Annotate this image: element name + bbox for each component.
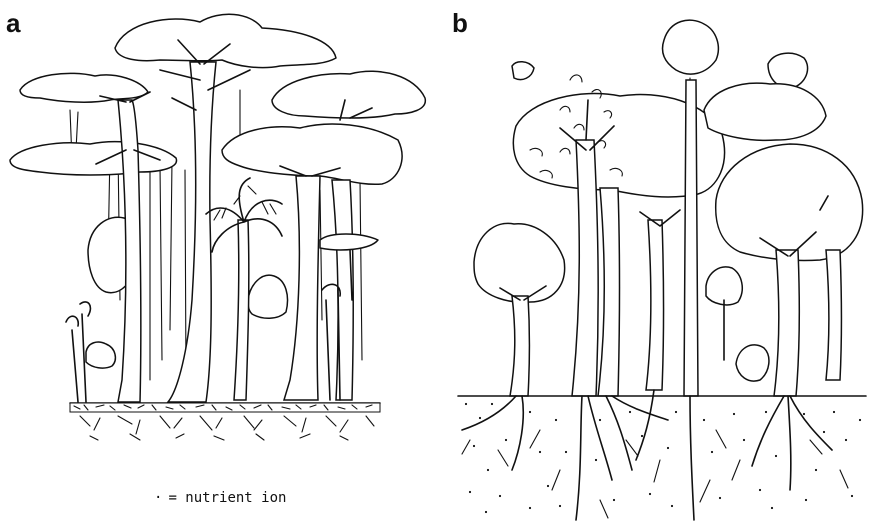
nutrient-ion-symbol: · (154, 490, 162, 506)
legend: · = nutrient ion (154, 490, 286, 506)
canopy-crown-emergent (115, 14, 336, 67)
panel-b-trunk-right (774, 250, 799, 396)
right-tree-trunk (284, 176, 320, 400)
panel-b-crown-right (716, 144, 863, 261)
panel-b-shrub (736, 345, 769, 381)
panel-a-shallow-roots (80, 416, 374, 440)
panel-a-forest (10, 14, 425, 440)
panel-b-crown-left-low (474, 223, 565, 302)
panel-b-forest (458, 20, 866, 520)
panel-a-root-mat (70, 403, 380, 412)
right-tree-trunk-2 (332, 180, 353, 400)
panel-b-crown-small-right (706, 267, 742, 305)
canopy-crown-right (272, 71, 425, 118)
panel-b-deep-roots (462, 390, 848, 520)
panel-b-trunk-left (510, 296, 530, 396)
shrub-small-crown (86, 342, 115, 368)
legend-text: = nutrient ion (168, 490, 286, 506)
panel-b-trunk-center-2 (598, 188, 620, 396)
emergent-trunk (168, 62, 216, 402)
panel-b-trunk-tall (684, 80, 698, 396)
palm-trunk (234, 220, 249, 400)
understory-crown-right (248, 275, 288, 318)
panel-b-crown-right-back (704, 83, 826, 140)
panel-b-nutrient-ions (465, 403, 861, 513)
panel-b-trunk-mid (646, 220, 664, 390)
canopy-crown-left-high (20, 73, 148, 102)
canopy-crown-mid-left (10, 142, 177, 175)
panel-b-trunk-far-right (826, 250, 842, 380)
